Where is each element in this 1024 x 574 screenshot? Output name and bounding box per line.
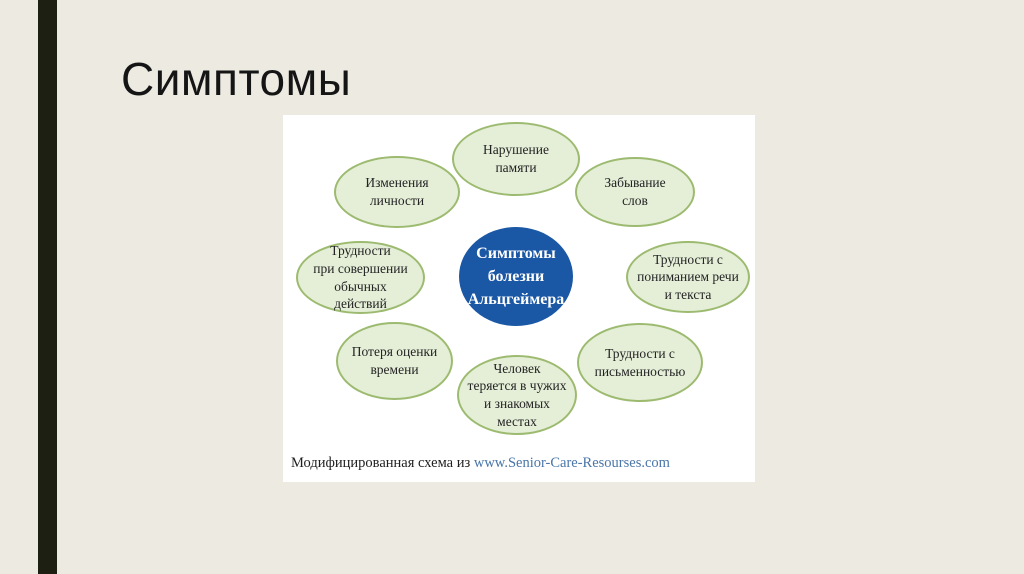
diagram-node-difficulty-writing: Трудности с письменностью (577, 323, 703, 402)
node-label: Нарушение памяти (483, 142, 549, 175)
diagram-node-memory-impairment: Нарушение памяти (452, 122, 580, 196)
left-accent-bar (38, 0, 57, 574)
diagram-node-getting-lost: Человек теряется в чужих и знакомых мест… (457, 355, 577, 435)
center-node-label: Симптомы болезни Альцгеймера (467, 244, 565, 309)
node-label: Забывание слов (604, 175, 666, 208)
diagram-node-losing-track-of-time: Потеря оценки времени (336, 322, 453, 400)
diagram-node-difficulty-understanding: Трудности с пониманием речи и текста (626, 241, 750, 313)
node-label: Трудности с пониманием речи и текста (637, 251, 739, 302)
diagram-node-personality-changes: Изменения личности (334, 156, 460, 228)
caption-source-link[interactable]: www.Senior-Care-Resourses.com (473, 455, 670, 471)
node-label: Изменения личности (365, 175, 429, 208)
node-label: Трудности с письменностью (594, 345, 686, 379)
caption-text: Модифицированная схема из (291, 455, 474, 471)
node-label: Потеря оценки времени (351, 344, 438, 377)
node-label: Человек теряется в чужих и знакомых мест… (467, 360, 567, 429)
slide-title: Симптомы (121, 53, 352, 105)
diagram-node-difficulty-usual-actions: Трудности при совершении обычных действи… (296, 241, 425, 314)
node-label: Трудности при совершении обычных действи… (313, 243, 408, 312)
diagram-node-forgetting-words: Забывание слов (575, 157, 695, 227)
diagram-panel: Нарушение памяти Изменения личности Забы… (283, 115, 755, 482)
diagram-caption: Модифицированная схема из www.Senior-Car… (291, 455, 670, 472)
diagram-center-node: Симптомы болезни Альцгеймера (459, 227, 573, 326)
